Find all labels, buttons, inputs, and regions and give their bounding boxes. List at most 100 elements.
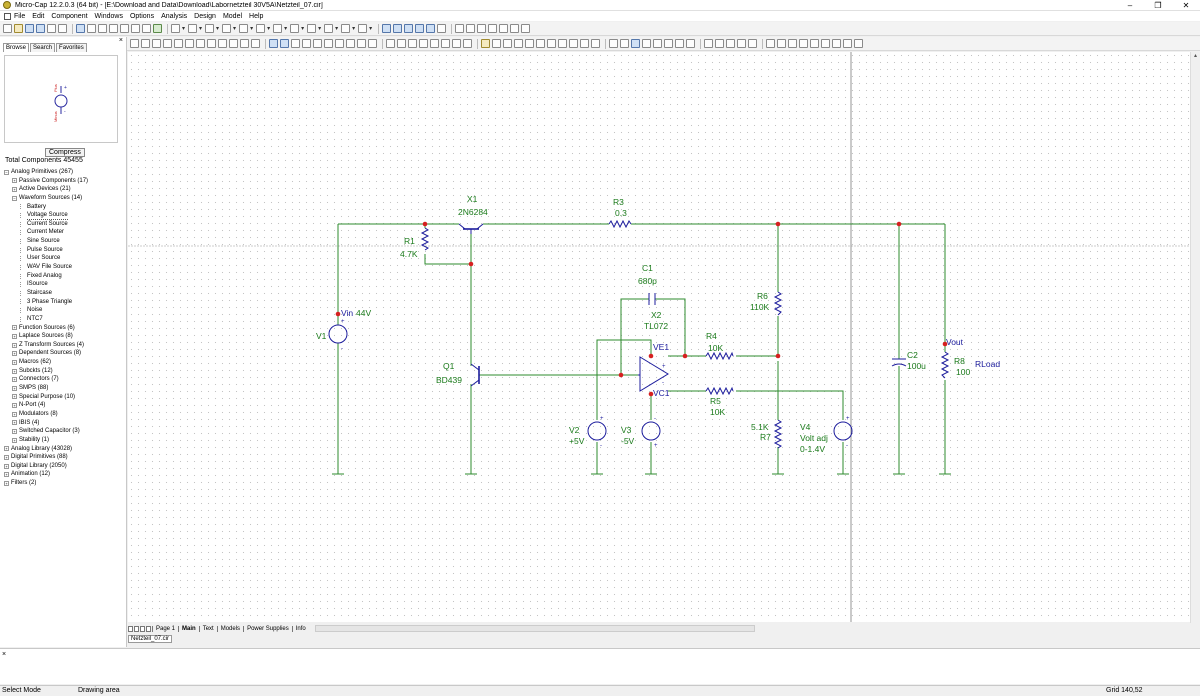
expand-icon[interactable]: + [12,377,17,383]
tree-item[interactable]: +SMPS (88) [4,384,124,393]
r8-resistor-icon[interactable] [940,351,950,379]
pan-icon[interactable] [737,39,746,48]
expand-icon[interactable]: + [12,403,17,409]
power-icon[interactable] [302,39,311,48]
box-icon[interactable] [514,39,523,48]
dropdown-arrow-icon[interactable]: ▾ [301,26,305,32]
tree-item[interactable]: User Source [4,254,124,263]
expand-icon[interactable]: + [12,437,17,443]
file-tab[interactable]: Netzteil_07.cir [128,635,173,643]
capacitor-tool-icon[interactable] [222,24,232,33]
component-mode-icon[interactable] [141,39,150,48]
dropdown-arrow-icon[interactable]: ▾ [233,26,237,32]
triangle-shape-icon[interactable] [481,39,490,48]
show-text-icon[interactable] [397,39,406,48]
window-horizontal-icon[interactable] [404,24,414,33]
tree-item[interactable]: −Analog Primitives (267) [4,168,124,177]
resistor-tool-icon[interactable] [188,24,198,33]
diagonal-wire-icon[interactable] [174,39,183,48]
open-file-icon[interactable] [14,24,23,33]
schematic-canvas[interactable]: +- +- -+ +- +- X1 2N6284 R3 0.3 R1 4.7K … [128,52,1190,622]
minimize-button[interactable]: – [1127,0,1133,10]
dropdown-arrow-icon[interactable]: ▾ [199,26,203,32]
transistor-tool-icon[interactable] [273,24,283,33]
tree-item[interactable]: −Waveform Sources (14) [4,194,124,203]
text-mode-icon[interactable] [163,39,172,48]
c2-capacitor-icon[interactable] [891,358,907,367]
restore-button[interactable]: ❐ [1154,0,1162,10]
expand-icon[interactable]: + [4,480,9,486]
tree-item[interactable]: +Modulators (8) [4,410,124,419]
currents-icon[interactable] [291,39,300,48]
expand-icon[interactable]: + [12,187,17,193]
mirror-icon[interactable] [452,39,461,48]
zoom-out-icon[interactable] [715,39,724,48]
image-icon[interactable] [153,24,162,33]
tree-item[interactable]: Battery [4,203,124,212]
point-to-end-icon[interactable] [251,39,260,48]
tab-power-supplies[interactable]: Power Supplies [243,625,292,632]
tab-page-1[interactable]: Page 1 [152,625,178,632]
expand-icon[interactable]: + [12,359,17,365]
dropdown-arrow-icon[interactable]: ▾ [216,26,220,32]
tree-item[interactable]: Pulse Source [4,246,124,255]
dropdown-arrow-icon[interactable]: ▾ [335,26,339,32]
ground-tool-icon[interactable] [171,24,180,33]
dropdown-arrow-icon[interactable]: ▾ [182,26,186,32]
property-icon[interactable] [653,39,662,48]
output-close-icon[interactable]: × [2,651,7,658]
tree-item[interactable]: +Digital Primitives (88) [4,453,124,462]
v4-source-icon[interactable] [833,421,853,441]
r1-resistor-icon[interactable] [420,227,430,251]
spreadsheet-icon[interactable] [510,24,520,33]
horizontal-scrollbar[interactable] [314,625,755,632]
menu-file[interactable]: File [14,12,26,20]
file-view-icon[interactable] [642,39,651,48]
fft-icon[interactable] [499,24,509,33]
expand-icon[interactable]: + [12,333,17,339]
node-numbers-icon[interactable] [269,39,278,48]
menu-edit[interactable]: Edit [32,12,45,20]
r6-resistor-icon[interactable] [773,291,783,316]
x2-opamp-icon[interactable] [638,356,669,392]
menu-analysis[interactable]: Analysis [161,12,188,20]
new-file-icon[interactable] [3,24,12,33]
expand-icon[interactable]: + [12,394,17,400]
tree-item[interactable]: 3 Phase Triangle [4,298,124,307]
print-preview-icon[interactable] [47,24,56,33]
pin-markers-icon[interactable] [324,39,333,48]
add-icon[interactable] [492,39,501,48]
tree-item[interactable]: Current Meter [4,228,124,237]
conditions-icon[interactable] [313,39,322,48]
tree-item[interactable]: +Analog Library (43028) [4,445,124,454]
expand-icon[interactable]: + [4,446,9,452]
menu-model[interactable]: Model [222,12,243,20]
font-icon[interactable] [766,39,775,48]
tree-item[interactable]: +Macros (62) [4,358,124,367]
help-mode-icon[interactable] [240,39,249,48]
save-icon[interactable] [25,24,34,33]
r4-resistor-icon[interactable] [705,351,734,361]
expand-icon[interactable]: + [12,420,17,426]
select-mode-icon[interactable] [130,39,139,48]
tree-item[interactable]: Current Source [4,220,124,229]
tree-item[interactable]: +Dependent Sources (8) [4,349,124,358]
r7-resistor-icon[interactable] [773,419,783,449]
tree-item[interactable]: ISource [4,280,124,289]
tree-item[interactable]: +Digital Library (2050) [4,462,124,471]
c1-capacitor-icon[interactable] [648,293,656,305]
find-icon[interactable] [609,39,618,48]
align-icon[interactable] [463,39,472,48]
underline-icon[interactable] [821,39,830,48]
tab-models[interactable]: Models [216,625,243,632]
scale-icon[interactable] [218,39,227,48]
window-vertical-icon[interactable] [415,24,425,33]
tree-item[interactable]: +Passive Components (17) [4,177,124,186]
font-size-icon[interactable] [788,39,797,48]
bom-icon[interactable] [521,24,531,33]
ellipse-icon[interactable] [525,39,534,48]
tab-browse[interactable]: Browse [3,43,30,52]
tree-item[interactable]: +Subckts (12) [4,367,124,376]
tree-item[interactable]: Fixed Analog [4,272,124,281]
expand-icon[interactable]: + [12,351,17,357]
